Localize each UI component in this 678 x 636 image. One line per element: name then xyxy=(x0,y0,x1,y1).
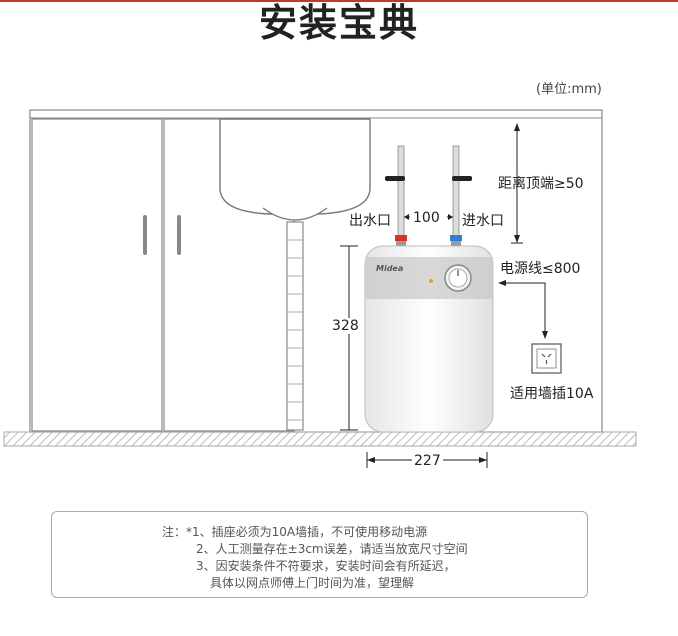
cabinet-door-left xyxy=(31,118,163,432)
indicator-light xyxy=(429,279,433,283)
power-cord-guide xyxy=(502,282,546,335)
top-rule xyxy=(0,0,678,2)
cold-valve-ring xyxy=(450,235,462,241)
hot-valve-ring xyxy=(395,235,407,241)
socket-label: 适用墙插10A xyxy=(510,386,594,402)
note-line: 2、人工测量存在±3cm误差，请适当放宽尺寸空间 xyxy=(196,542,468,556)
drain-pipe xyxy=(286,221,304,431)
note-line: 注：*1、插座必须为10A墙插，不可使用移动电源 xyxy=(162,525,428,539)
floor xyxy=(3,431,637,447)
door-handle-left xyxy=(143,215,147,255)
cold-fitting xyxy=(451,241,461,247)
cold-pipe xyxy=(452,145,460,239)
outlet-label: 出水口 xyxy=(349,213,391,229)
installation-diagram xyxy=(3,109,637,468)
inlet-label: 进水口 xyxy=(462,213,504,229)
cord-length-label: 电源线≤800 xyxy=(500,261,581,277)
note-line: 具体以网点师傅上门时间为准，望理解 xyxy=(210,576,415,590)
height-dimension: 328 xyxy=(330,318,361,334)
water-heater xyxy=(364,245,494,433)
door-handle-right xyxy=(177,215,181,255)
notes-box: 注：*1、插座必须为10A墙插，不可使用移动电源 2、人工测量存在±3cm误差，… xyxy=(51,511,588,598)
hot-valve-handle xyxy=(385,176,405,181)
top-clearance-label: 距离顶端≥50 xyxy=(498,176,584,192)
brand-logo: Midea xyxy=(376,264,404,273)
pipe-spacing-label: 100 xyxy=(413,210,440,226)
cold-valve-handle xyxy=(452,176,472,181)
page-title: 安装宝典 xyxy=(258,1,419,45)
width-dimension: 227 xyxy=(412,453,443,469)
sink-basin xyxy=(219,118,371,215)
hot-pipe xyxy=(397,145,405,239)
sink-drain xyxy=(262,207,328,221)
unit-label: (单位:mm) xyxy=(536,82,602,97)
note-line: 3、因安装条件不符要求，安装时间会有所延迟， xyxy=(196,559,456,573)
hot-fitting xyxy=(396,241,406,247)
